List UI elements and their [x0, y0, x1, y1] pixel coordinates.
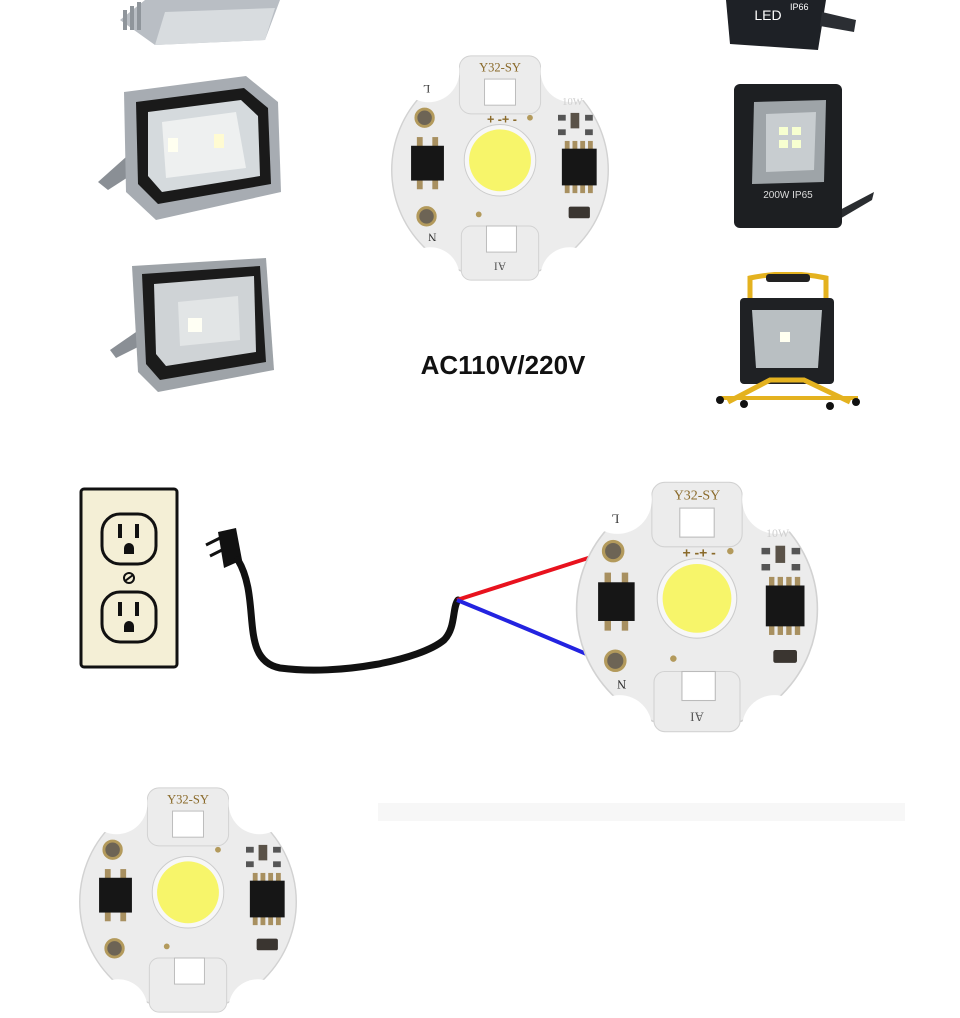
floodlight-black-200w: 200W IP65	[734, 84, 874, 228]
board-model-label: Y32-SY	[479, 60, 521, 74]
board-model-label: Y32-SY	[167, 792, 209, 806]
pin-l-label: L	[423, 82, 430, 95]
live-wire	[456, 550, 608, 602]
floodlight-rating-label: 200W IP65	[763, 190, 813, 201]
pin-n-label: N	[428, 231, 437, 244]
floodlight-portable-stand	[716, 272, 860, 410]
voltage-caption: AC110V/220V	[420, 350, 586, 380]
floodlight-gray-1	[98, 76, 281, 220]
floodlight-heatsink-partial	[120, 0, 280, 45]
board-polarity-label: + -+ -	[487, 113, 517, 127]
board-code-label: AI	[690, 709, 704, 723]
pin-n-label: N	[616, 677, 626, 691]
cob-led-board-partial: Y32-SY	[72, 782, 304, 1018]
cob-led-board: Y32-SY 10W + -+ - L N AI	[384, 50, 616, 286]
product-panel-partial	[378, 803, 905, 821]
board-code-label: AI	[494, 260, 506, 273]
board-polarity-label: + -+ -	[682, 545, 716, 561]
pin-l-label: L	[611, 512, 619, 526]
board-power-label: 10W	[766, 526, 790, 540]
floodlight-brand-label: LED	[754, 7, 781, 23]
board-model-label: Y32-SY	[674, 489, 721, 504]
board-power-label: 10W	[562, 97, 583, 108]
cob-led-board-wired: Y32-SY 10W + -+ - L N AI	[568, 478, 826, 736]
floodlight-black-partial: LED IP66	[726, 0, 856, 50]
wall-outlet	[79, 487, 179, 669]
floodlight-gray-2	[110, 258, 274, 392]
floodlight-rating-label: IP66	[790, 2, 809, 12]
